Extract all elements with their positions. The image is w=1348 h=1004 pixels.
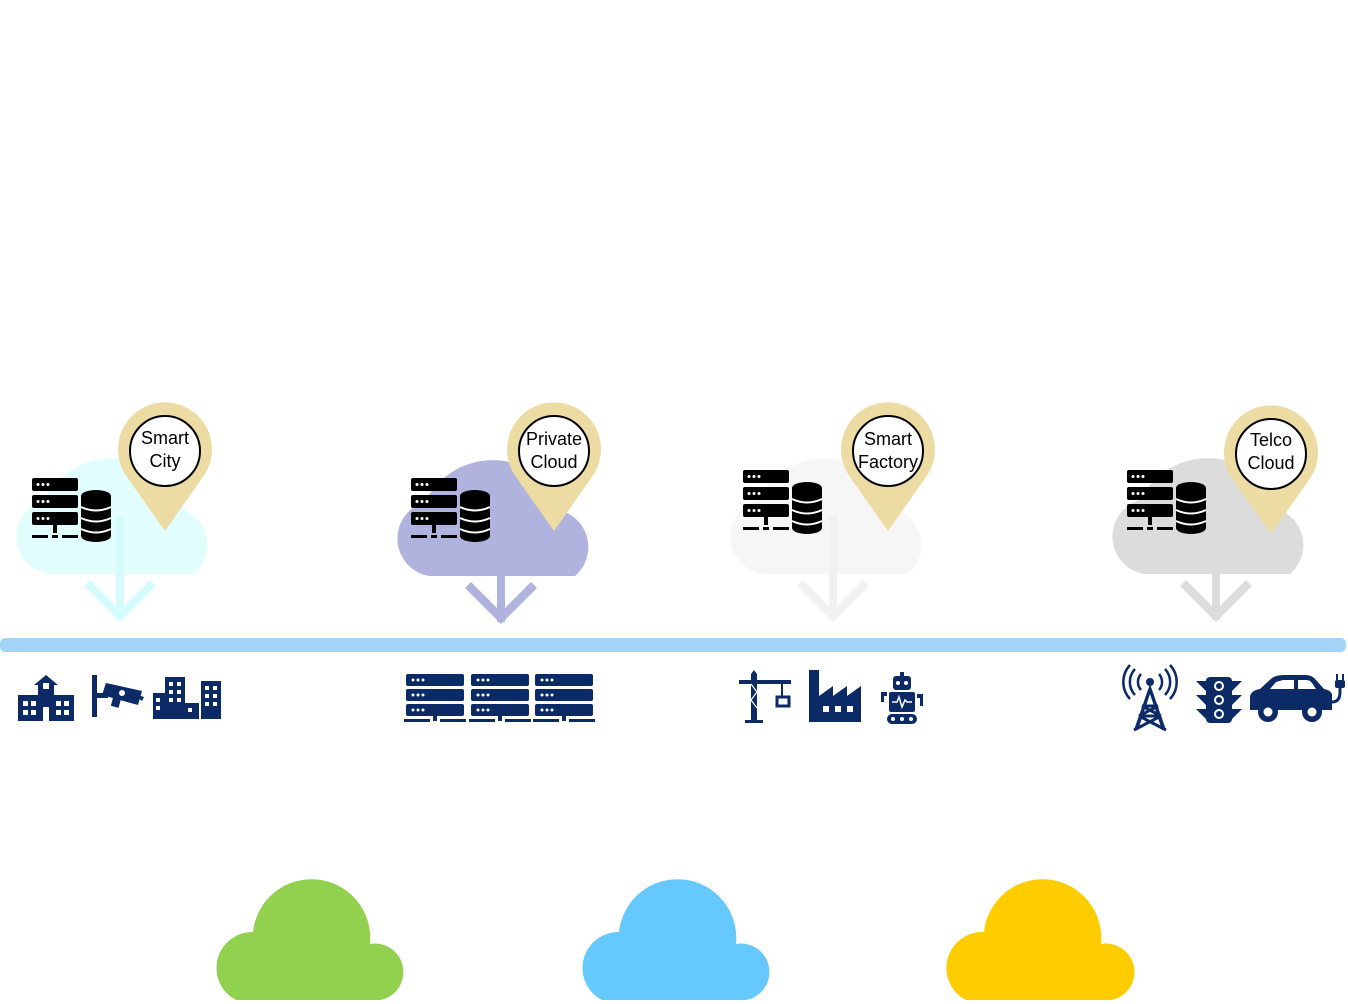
network-divider xyxy=(0,638,1346,652)
server-rack-icon xyxy=(469,674,531,722)
pin-label-line1: Private xyxy=(525,429,583,449)
pin-label-line2: Cloud xyxy=(1247,453,1295,473)
pin-label-line1: Telco xyxy=(1249,430,1293,450)
blue-cloud-shape xyxy=(582,879,770,1000)
factory-icon xyxy=(809,670,861,722)
robot-icon xyxy=(881,672,923,724)
pin-label-smart-factory: Smart Factory xyxy=(856,428,920,474)
pin-label-telco-cloud: Telco Cloud xyxy=(1239,429,1303,475)
yellow-cloud-shape xyxy=(946,879,1135,1000)
pin-label-line2: City xyxy=(149,451,181,471)
pin-label-line2: Cloud xyxy=(530,452,578,472)
pin-label-private-cloud: Private Cloud xyxy=(522,428,586,474)
server-rack-icon xyxy=(404,674,466,722)
pin-label-smart-city: Smart City xyxy=(133,427,197,473)
city-buildings-icon xyxy=(153,677,221,719)
cell-tower-icon xyxy=(1122,664,1178,732)
pin-label-line2: Factory xyxy=(857,452,918,472)
server-rack-icon xyxy=(533,674,595,722)
school-icon xyxy=(18,675,74,721)
electric-car-icon xyxy=(1250,674,1345,722)
tower-crane-icon xyxy=(739,670,791,723)
traffic-light-icon xyxy=(1196,677,1242,723)
cctv-camera-icon xyxy=(92,675,144,717)
pin-label-line1: Smart xyxy=(863,429,912,449)
green-cloud-shape xyxy=(216,879,404,1000)
pin-label-line1: Smart xyxy=(140,428,189,448)
